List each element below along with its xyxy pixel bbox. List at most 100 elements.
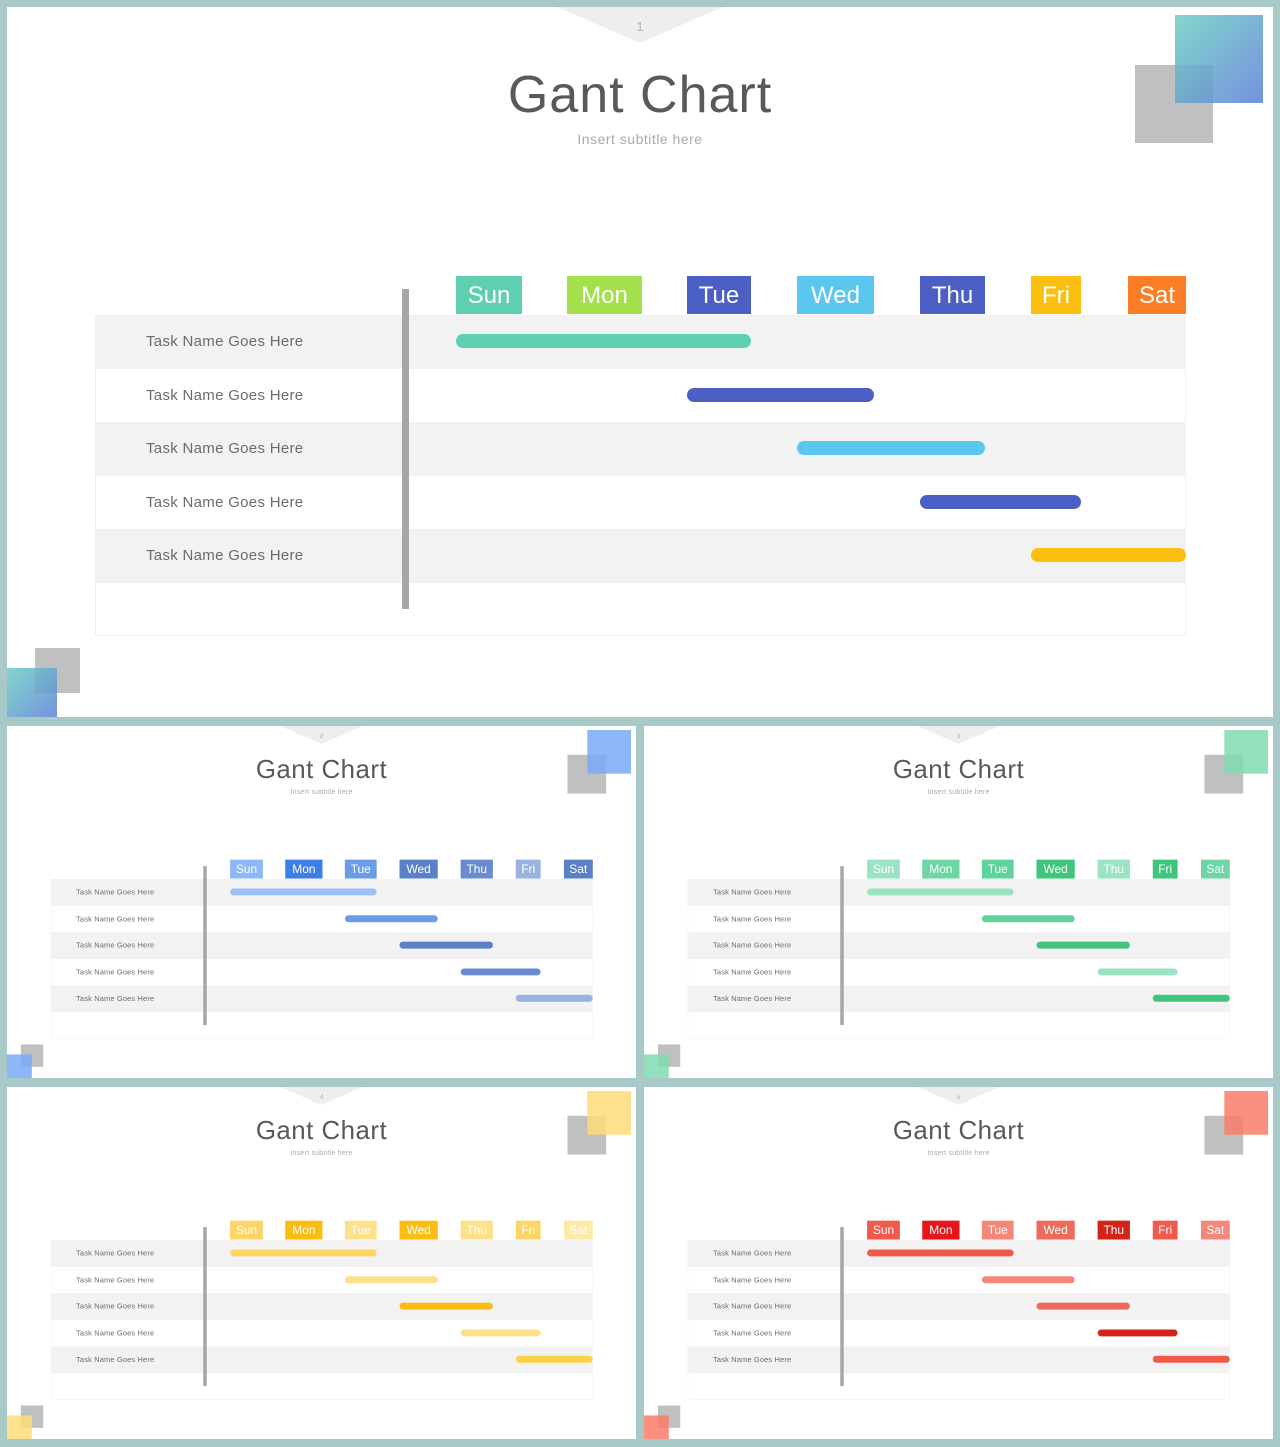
task-name-label: Task Name Goes Here [713, 1355, 792, 1364]
task-name-label: Task Name Goes Here [76, 887, 155, 897]
task-name-label: Task Name Goes Here [713, 1248, 792, 1258]
day-header-mon: Mon [922, 1220, 960, 1240]
task-row [50, 985, 593, 1013]
task-bar [1152, 1355, 1230, 1363]
task-row [50, 932, 593, 960]
task-column-divider [840, 1227, 844, 1387]
task-row [687, 985, 1230, 1013]
slide-number: 3 [956, 731, 961, 740]
day-header-sun: Sun [867, 1220, 900, 1240]
task-name-label: Task Name Goes Here [713, 914, 792, 924]
task-name-label: Task Name Goes Here [76, 1302, 155, 1311]
decor-square-accent-bottom [7, 668, 57, 717]
day-header-thu: Thu [1097, 859, 1130, 879]
task-column-divider [402, 289, 409, 609]
day-header-fri: Fri [1031, 276, 1081, 314]
task-bar [1097, 968, 1178, 976]
task-name-label: Task Name Goes Here [76, 1248, 155, 1258]
task-bar [460, 968, 541, 976]
task-row [687, 932, 1230, 960]
day-header-mon: Mon [567, 276, 642, 314]
task-bar [344, 1276, 438, 1284]
task-bar [1031, 548, 1186, 562]
slide-subtitle: Insert subtitle here [577, 131, 703, 147]
task-name-label: Task Name Goes Here [146, 547, 304, 564]
slide-number: 2 [319, 731, 324, 740]
slide-title: Gant Chart [507, 66, 773, 124]
task-column-divider [203, 1227, 207, 1387]
task-name-label: Task Name Goes Here [146, 333, 304, 350]
day-header-sat: Sat [1200, 859, 1230, 879]
task-bar [230, 1249, 377, 1257]
decor-square-accent-bottom [644, 1054, 669, 1078]
day-header-tue: Tue [687, 276, 751, 314]
task-name-label: Task Name Goes Here [713, 994, 792, 1003]
task-name-label: Task Name Goes Here [76, 1275, 155, 1285]
task-name-label: Task Name Goes Here [76, 1355, 155, 1364]
task-bar [920, 495, 1081, 509]
task-bar [1097, 1329, 1178, 1337]
day-header-tue: Tue [344, 1220, 377, 1240]
slide-title: Gant Chart [892, 1116, 1025, 1146]
decor-square-accent-bottom [7, 1415, 32, 1439]
task-bar [981, 915, 1075, 923]
day-header-tue: Tue [344, 859, 377, 879]
task-row [95, 422, 1186, 476]
day-header-sun: Sun [867, 859, 900, 879]
day-header-wed: Wed [1036, 1220, 1075, 1240]
day-header-wed: Wed [1036, 859, 1075, 879]
task-bar [456, 334, 751, 348]
day-header-fri: Fri [515, 1220, 541, 1240]
task-bar [399, 1302, 493, 1310]
slide-subtitle: Insert subtitle here [927, 1148, 990, 1157]
day-header-sat: Sat [1128, 276, 1186, 314]
day-header-fri: Fri [1152, 1220, 1178, 1240]
decor-square-accent-top [1224, 1090, 1269, 1135]
decor-square-accent-top [587, 1090, 632, 1135]
day-header-sat: Sat [1200, 1220, 1230, 1240]
task-bar [230, 888, 377, 896]
day-header-sun: Sun [230, 859, 263, 879]
day-header-tue: Tue [981, 859, 1014, 879]
day-header-fri: Fri [515, 859, 541, 879]
decor-square-accent-top [1224, 729, 1269, 774]
task-bar [797, 441, 985, 455]
day-header-thu: Thu [460, 1220, 493, 1240]
day-header-wed: Wed [399, 1220, 438, 1240]
task-name-label: Task Name Goes Here [713, 887, 792, 897]
task-bar [867, 888, 1014, 896]
task-name-label: Task Name Goes Here [76, 914, 155, 924]
task-name-label: Task Name Goes Here [76, 941, 155, 950]
task-row [50, 1346, 593, 1374]
day-header-fri: Fri [1152, 859, 1178, 879]
task-column-divider [840, 866, 844, 1026]
day-header-mon: Mon [285, 1220, 323, 1240]
slide-title: Gant Chart [892, 755, 1025, 785]
day-header-sun: Sun [230, 1220, 263, 1240]
task-bar [460, 1329, 541, 1337]
day-header-tue: Tue [981, 1220, 1014, 1240]
slide-subtitle: Insert subtitle here [290, 787, 353, 796]
task-bar [1036, 941, 1130, 949]
slide-title: Gant Chart [255, 755, 388, 785]
slide-number: 1 [636, 19, 644, 34]
task-row [687, 1346, 1230, 1374]
task-bar [687, 388, 874, 402]
task-column-divider [203, 866, 207, 1026]
task-bar [515, 994, 593, 1002]
slide-number: 5 [956, 1092, 961, 1101]
task-row [95, 529, 1186, 583]
task-name-label: Task Name Goes Here [76, 967, 155, 977]
task-row [50, 1293, 593, 1321]
task-bar [867, 1249, 1014, 1257]
slide-subtitle: Insert subtitle here [927, 787, 990, 796]
task-name-label: Task Name Goes Here [76, 994, 155, 1003]
